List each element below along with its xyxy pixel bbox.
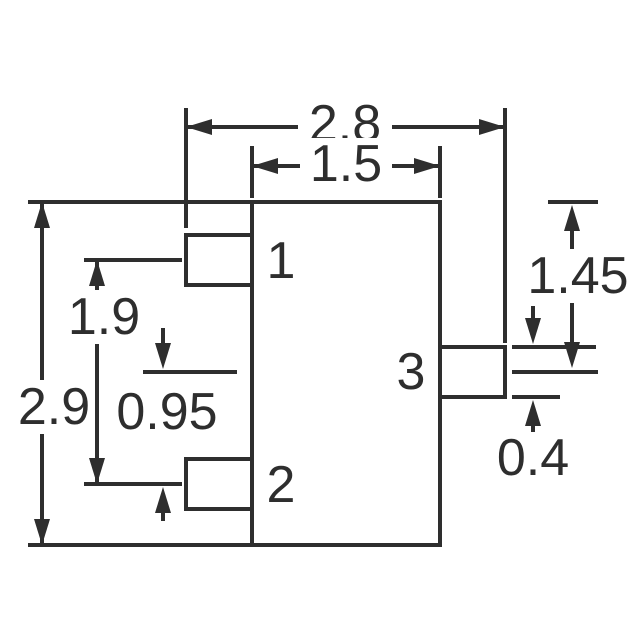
dim-overall-width [184,108,507,343]
pin-3-number: 3 [394,343,428,401]
arrowhead-up-icon [564,205,580,231]
dim-body-height [28,200,252,547]
dim-pin3-width [512,306,596,432]
arrowhead-up-icon [34,202,50,228]
pin-2-outline [184,457,254,511]
package-body-group [184,200,507,547]
dim-label-pin-pitch: 1.9 [65,288,143,346]
pin-2-number: 2 [264,456,298,514]
dim-body-width [250,146,442,198]
dim-label-body-width: 1.5 [307,135,385,193]
pin-1-outline [184,233,254,287]
arrowhead-down-icon [525,318,541,344]
arrowhead-up-icon [89,260,105,286]
arrowhead-down-icon [34,519,50,545]
arrowhead-right-icon [414,158,440,174]
dim-pin-pitch [84,258,182,486]
pin-1-number: 1 [264,232,298,290]
pin-3-outline [438,345,507,399]
arrowhead-down-icon [155,343,171,369]
arrowhead-right-icon [479,119,505,135]
arrowhead-down-icon [89,458,105,484]
dim-label-body-height: 2.9 [15,378,93,436]
arrowhead-left-icon [252,158,278,174]
arrowhead-up-icon [155,487,171,513]
arrowhead-up-icon [525,400,541,426]
arrowhead-left-icon [186,119,212,135]
dim-label-top-to-pin3-center: 1.45 [525,247,631,305]
dim-label-half-pitch: 0.95 [114,383,220,441]
dim-half-pitch [143,328,237,521]
dim-label-pin3-width: 0.4 [494,429,572,487]
